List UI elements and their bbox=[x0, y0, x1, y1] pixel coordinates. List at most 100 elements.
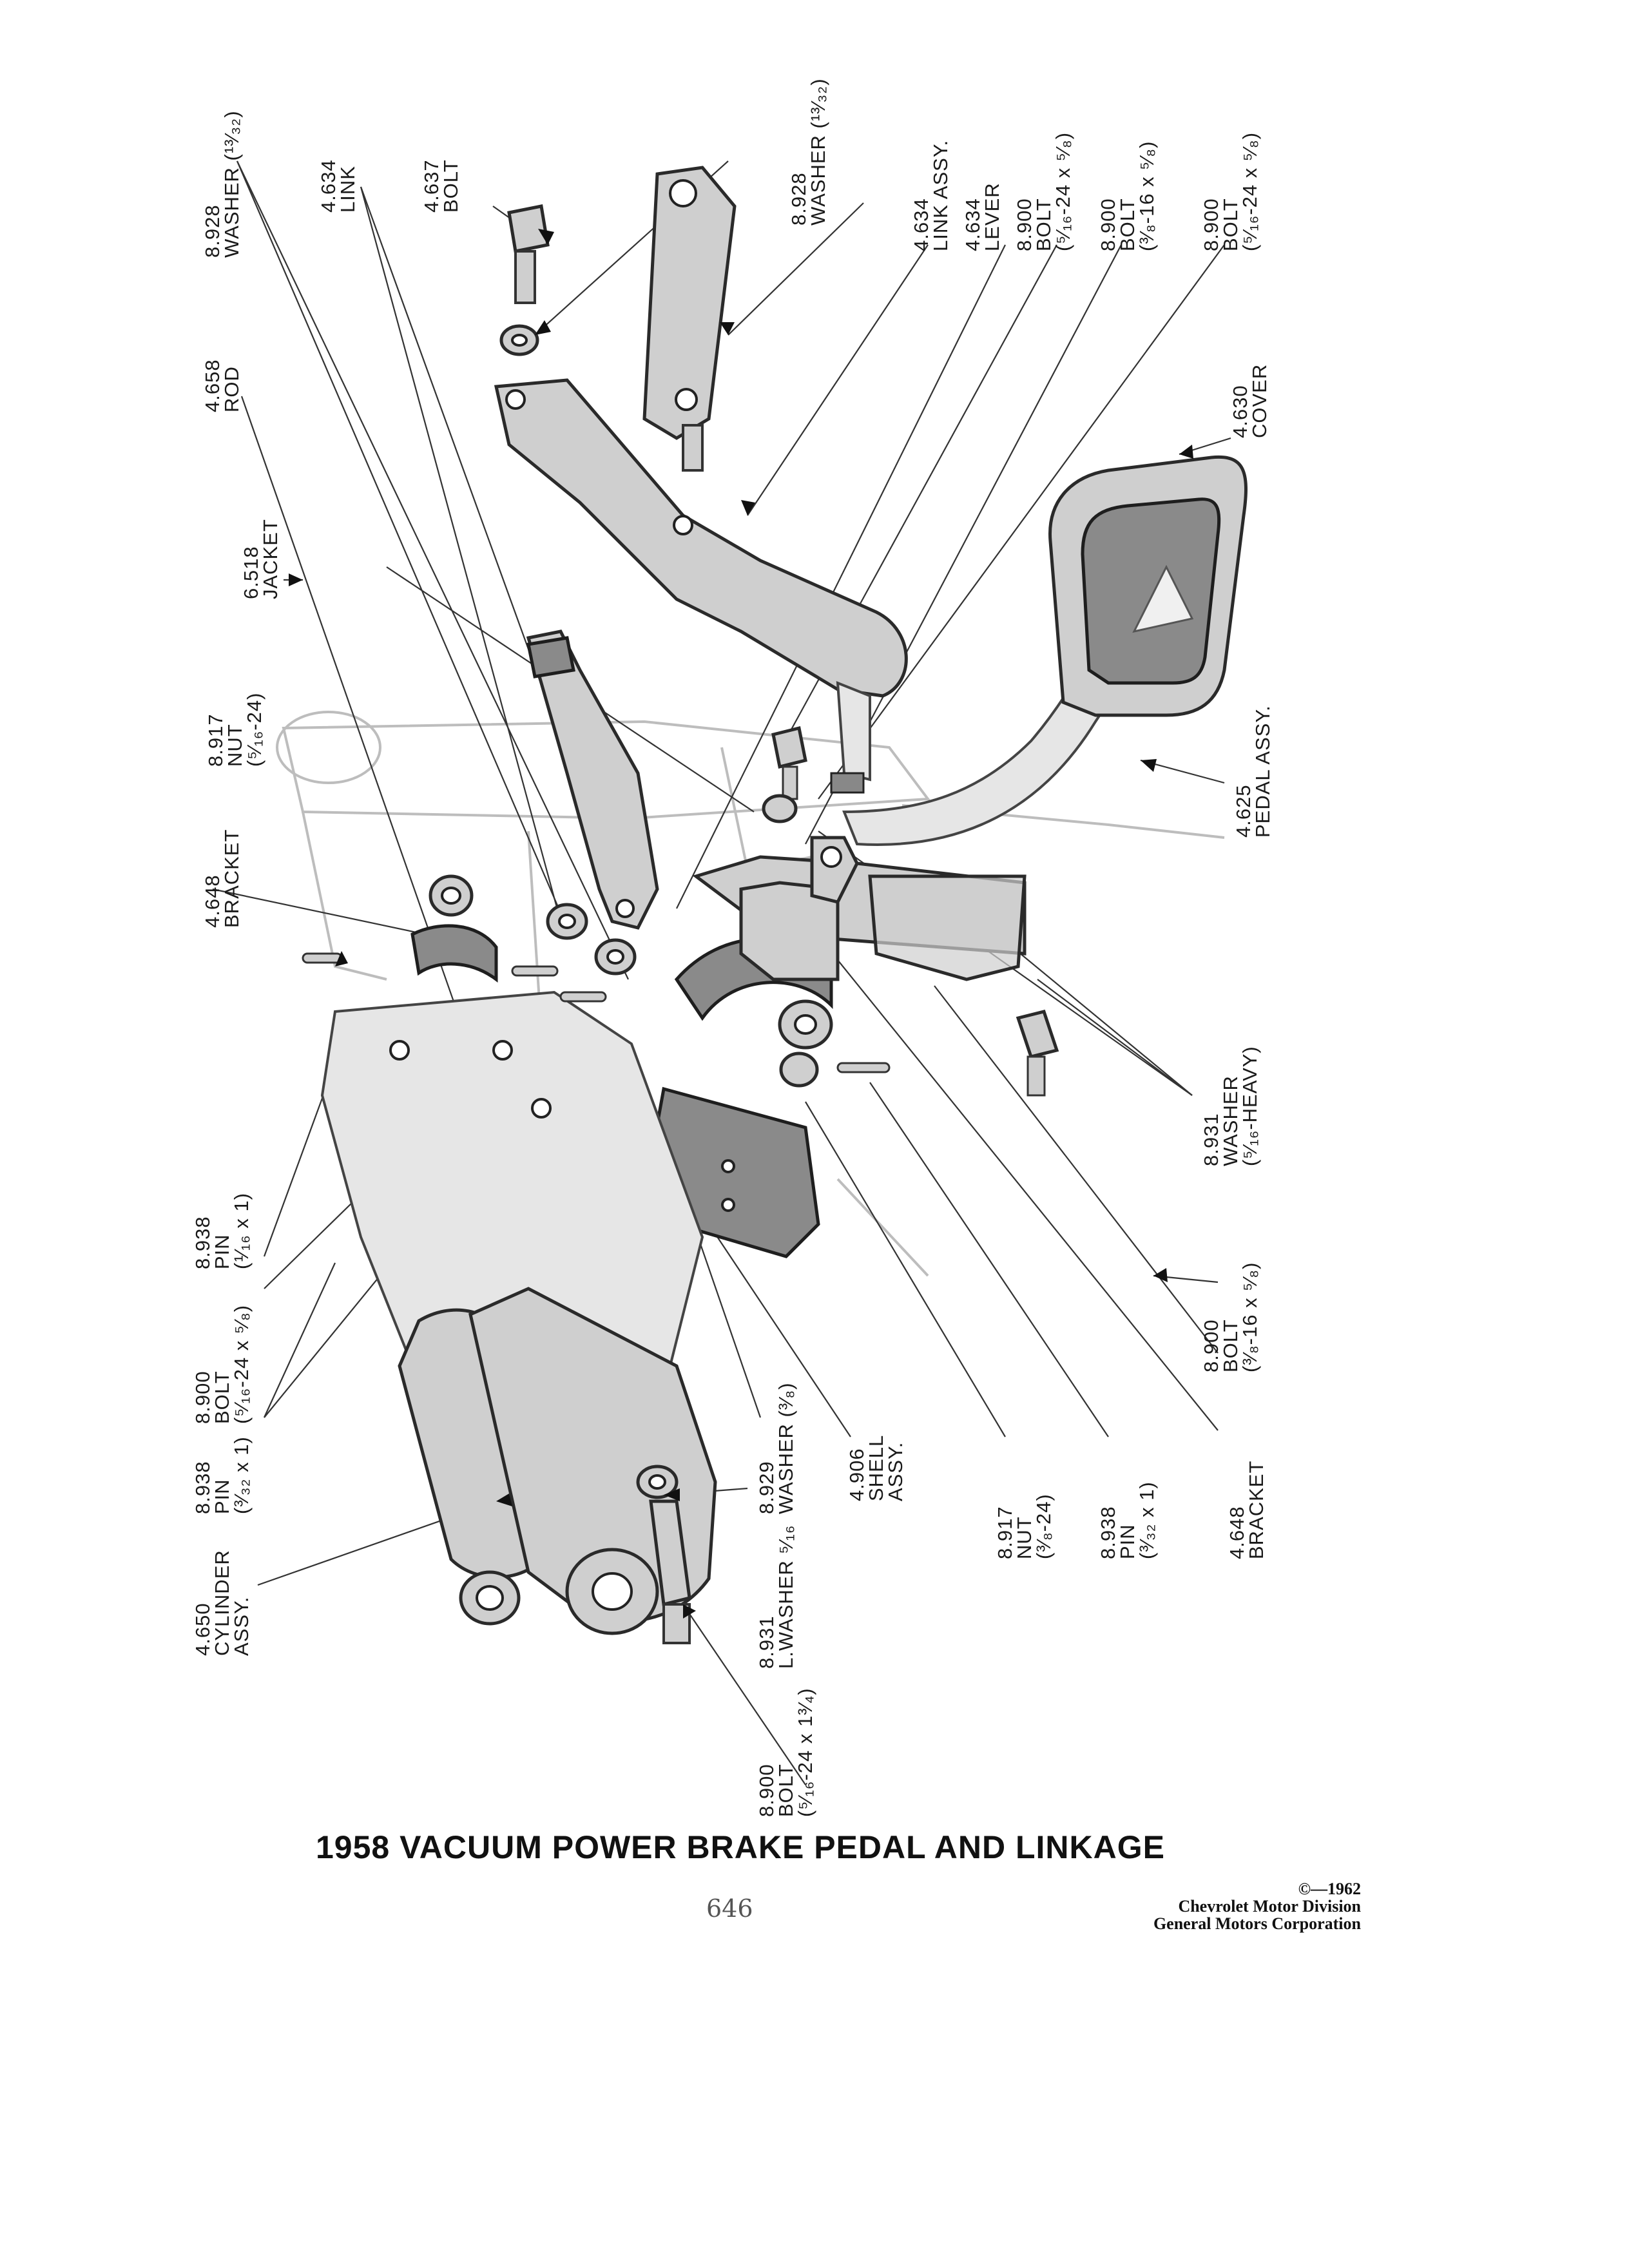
callout-bracket-bottom-num: 4.648 bbox=[1226, 1506, 1248, 1559]
lever bbox=[494, 378, 908, 794]
callout-bolt-5-16-a-name: BOLT bbox=[1032, 198, 1055, 251]
callout-bolt-637-num: 4.637 bbox=[420, 159, 443, 213]
callout-washer-3-8-name: WASHER (³⁄₈) bbox=[775, 1382, 797, 1514]
callout-pin-3-32b: 8.938 PIN (³⁄₃₂ x 1) bbox=[1097, 1481, 1158, 1559]
callout-bracket-bottom: 4.648 BRACKET bbox=[1226, 1461, 1268, 1559]
publisher-division: Chevrolet Motor Division bbox=[1178, 1897, 1361, 1916]
callout-bolt-637: 4.637 BOLT bbox=[420, 159, 462, 213]
callout-pedal-assy: 4.625 PEDAL ASSY. bbox=[1232, 705, 1274, 838]
callout-washer-heavy-name: WASHER bbox=[1219, 1075, 1242, 1166]
callout-bolt-long-num: 8.900 bbox=[755, 1763, 778, 1817]
callout-pedal-assy-name: PEDAL ASSY. bbox=[1251, 705, 1274, 838]
callout-bolt-left-num: 8.900 bbox=[191, 1370, 214, 1424]
callout-link-assy: 4.634 LINK ASSY. bbox=[910, 140, 952, 251]
callout-labels: 8.928 WASHER (¹³⁄₃₂) 4.634 LINK 4.637 BO… bbox=[191, 78, 1274, 1817]
callout-pin-3-32b-name: PIN bbox=[1116, 1524, 1139, 1559]
callout-pin-3-32-spec: (³⁄₃₂ x 1) bbox=[230, 1436, 253, 1514]
callout-bolt-5-16-b-spec: (⁵⁄₁₆-24 x ⁵⁄₈) bbox=[1239, 132, 1261, 251]
callout-lever-num: 4.634 bbox=[961, 198, 984, 251]
callout-lever: 4.634 LEVER bbox=[961, 182, 1003, 251]
callout-bolt-5-16-a: 8.900 BOLT (⁵⁄₁₆-24 x ⁵⁄₈) bbox=[1013, 132, 1074, 251]
callout-washer-heavy-spec: (⁵⁄₁₆-HEAVY) bbox=[1239, 1046, 1261, 1166]
callout-nut-3-8-spec: (³⁄₈-24) bbox=[1032, 1494, 1055, 1559]
callout-rod-name: ROD bbox=[220, 366, 243, 412]
callout-jacket-num: 6.518 bbox=[240, 546, 262, 599]
callout-bolt-3-8-b-name: BOLT bbox=[1219, 1319, 1242, 1372]
callout-washer-heavy: 8.931 WASHER (⁵⁄₁₆-HEAVY) bbox=[1200, 1046, 1261, 1166]
callout-link-name: LINK bbox=[336, 166, 359, 213]
callout-bolt-5-16-b-num: 8.900 bbox=[1200, 198, 1222, 251]
callout-cover: 4.630 COVER bbox=[1229, 364, 1271, 438]
callout-washer-heavy-num: 8.931 bbox=[1200, 1113, 1222, 1166]
callout-link-assy-num: 4.634 bbox=[910, 198, 932, 251]
callout-cylinder-name: CYLINDER bbox=[211, 1550, 233, 1656]
callout-washer-top-name: WASHER (¹³⁄₃₂) bbox=[220, 110, 243, 258]
callout-cover-num: 4.630 bbox=[1229, 385, 1251, 438]
rod bbox=[526, 629, 659, 930]
callout-nut-3-8: 8.917 NUT (³⁄₈-24) bbox=[994, 1494, 1055, 1559]
callout-washer-928b: 8.928 WASHER (¹³⁄₃₂) bbox=[787, 78, 829, 226]
callout-bracket-bottom-name: BRACKET bbox=[1245, 1461, 1268, 1559]
callout-pedal-assy-num: 4.625 bbox=[1232, 784, 1255, 838]
callout-pin-3-32-num: 8.938 bbox=[191, 1461, 214, 1514]
callout-pin-3-32b-spec: (³⁄₃₂ x 1) bbox=[1135, 1481, 1158, 1559]
callout-lwasher-num: 8.931 bbox=[755, 1615, 778, 1669]
callout-bracket-top-num: 4.648 bbox=[201, 874, 224, 928]
callout-bolt-3-8-a-spec: (³⁄₈-16 x ⁵⁄₈) bbox=[1135, 141, 1158, 251]
washer-and-bolt-top bbox=[499, 204, 550, 356]
callout-nut-5-16-spec: (⁵⁄₁₆-24) bbox=[243, 693, 265, 767]
callout-link: 4.634 LINK bbox=[317, 159, 359, 213]
callout-nut-5-16: 8.917 NUT (⁵⁄₁₆-24) bbox=[204, 693, 265, 767]
callout-lever-name: LEVER bbox=[981, 182, 1003, 251]
callout-link-num: 4.634 bbox=[317, 159, 340, 213]
callout-bolt-3-8-a: 8.900 BOLT (³⁄₈-16 x ⁵⁄₈) bbox=[1097, 141, 1158, 251]
callout-washer-top-num: 8.928 bbox=[201, 204, 224, 258]
publisher-corporation: General Motors Corporation bbox=[1153, 1914, 1361, 1933]
callout-shell-name2: ASSY. bbox=[884, 1442, 907, 1501]
callout-cylinder: 4.650 CYLINDER ASSY. bbox=[191, 1550, 253, 1656]
callout-lwasher: 8.931 L.WASHER ⁵⁄₁₆ bbox=[755, 1525, 797, 1669]
callout-cover-name: COVER bbox=[1248, 364, 1271, 438]
callout-pin-3-32: 8.938 PIN (³⁄₃₂ x 1) bbox=[191, 1436, 253, 1514]
callout-bolt-left: 8.900 BOLT (⁵⁄₁₆-24 x ⁵⁄₈) bbox=[191, 1305, 253, 1424]
small-hardware bbox=[302, 726, 1059, 1644]
callout-bolt-637-name: BOLT bbox=[439, 159, 462, 213]
shell-and-brackets bbox=[649, 836, 1027, 1258]
callout-rod: 4.658 ROD bbox=[201, 359, 243, 412]
arrowheads bbox=[289, 229, 1193, 1619]
callout-nut-3-8-num: 8.917 bbox=[994, 1506, 1016, 1559]
callout-nut-3-8-name: NUT bbox=[1013, 1516, 1036, 1559]
callout-cylinder-num: 4.650 bbox=[191, 1602, 214, 1656]
callout-bolt-left-name: BOLT bbox=[211, 1370, 233, 1424]
callout-bolt-5-16-b-name: BOLT bbox=[1219, 198, 1242, 251]
callout-bolt-long: 8.900 BOLT (⁵⁄₁₆-24 x 1³⁄₄) bbox=[755, 1687, 816, 1817]
callout-shell-name: SHELL bbox=[865, 1435, 887, 1501]
callout-washer-3-8: 8.929 WASHER (³⁄₈) bbox=[755, 1382, 797, 1514]
callout-washer-928b-num: 8.928 bbox=[787, 172, 810, 226]
callout-pin-1-16-name: PIN bbox=[211, 1234, 233, 1269]
callout-bolt-3-8-a-name: BOLT bbox=[1116, 198, 1139, 251]
callout-cylinder-name2: ASSY. bbox=[230, 1597, 253, 1656]
callout-bolt-long-spec: (⁵⁄₁₆-24 x 1³⁄₄) bbox=[794, 1687, 816, 1817]
callout-pin-3-32b-num: 8.938 bbox=[1097, 1506, 1119, 1559]
callout-bolt-3-8-b-spec: (³⁄₈-16 x ⁵⁄₈) bbox=[1239, 1262, 1261, 1372]
copyright-block: ©—1962 Chevrolet Motor Division General … bbox=[1153, 1880, 1361, 1932]
callout-bracket-top-name: BRACKET bbox=[220, 829, 243, 928]
callout-washer-3-8-num: 8.929 bbox=[755, 1461, 778, 1514]
callout-bolt-3-8-b-num: 8.900 bbox=[1200, 1319, 1222, 1372]
callout-bolt-5-16-b: 8.900 BOLT (⁵⁄₁₆-24 x ⁵⁄₈) bbox=[1200, 132, 1261, 251]
callout-pin-1-16: 8.938 PIN (¹⁄₁₆ x 1) bbox=[191, 1193, 253, 1269]
callout-bolt-left-spec: (⁵⁄₁₆-24 x ⁵⁄₈) bbox=[230, 1305, 253, 1424]
callout-shell-num: 4.906 bbox=[845, 1448, 868, 1501]
page-title: 1958 VACUUM POWER BRAKE PEDAL AND LINKAG… bbox=[316, 1829, 1166, 1865]
callout-lwasher-name: L.WASHER ⁵⁄₁₆ bbox=[775, 1525, 797, 1669]
callout-washer-top: 8.928 WASHER (¹³⁄₃₂) bbox=[201, 110, 243, 258]
link bbox=[642, 166, 737, 472]
copyright-line: ©—1962 bbox=[1298, 1879, 1361, 1898]
page-number: 646 bbox=[706, 1894, 753, 1923]
callout-rod-num: 4.658 bbox=[201, 359, 224, 412]
callout-bolt-3-8-b: 8.900 BOLT (³⁄₈-16 x ⁵⁄₈) bbox=[1200, 1262, 1261, 1372]
callout-link-assy-name: LINK ASSY. bbox=[929, 140, 952, 251]
callout-bolt-5-16-a-spec: (⁵⁄₁₆-24 x ⁵⁄₈) bbox=[1052, 132, 1074, 251]
